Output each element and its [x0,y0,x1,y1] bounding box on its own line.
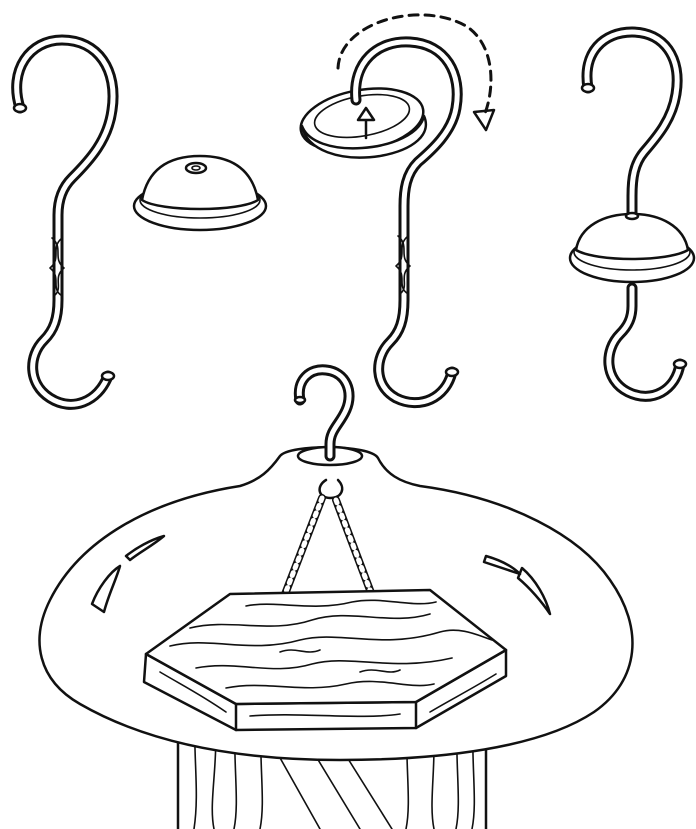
s-hook-1 [11,34,119,410]
s-hook-with-disc [568,26,696,402]
curved-dashed-arrow [336,13,493,118]
threading-step [299,13,496,409]
baffle-assembly [38,364,634,829]
top-hook [293,364,355,462]
feeder-tray [142,588,508,732]
guard-disc [132,154,268,232]
